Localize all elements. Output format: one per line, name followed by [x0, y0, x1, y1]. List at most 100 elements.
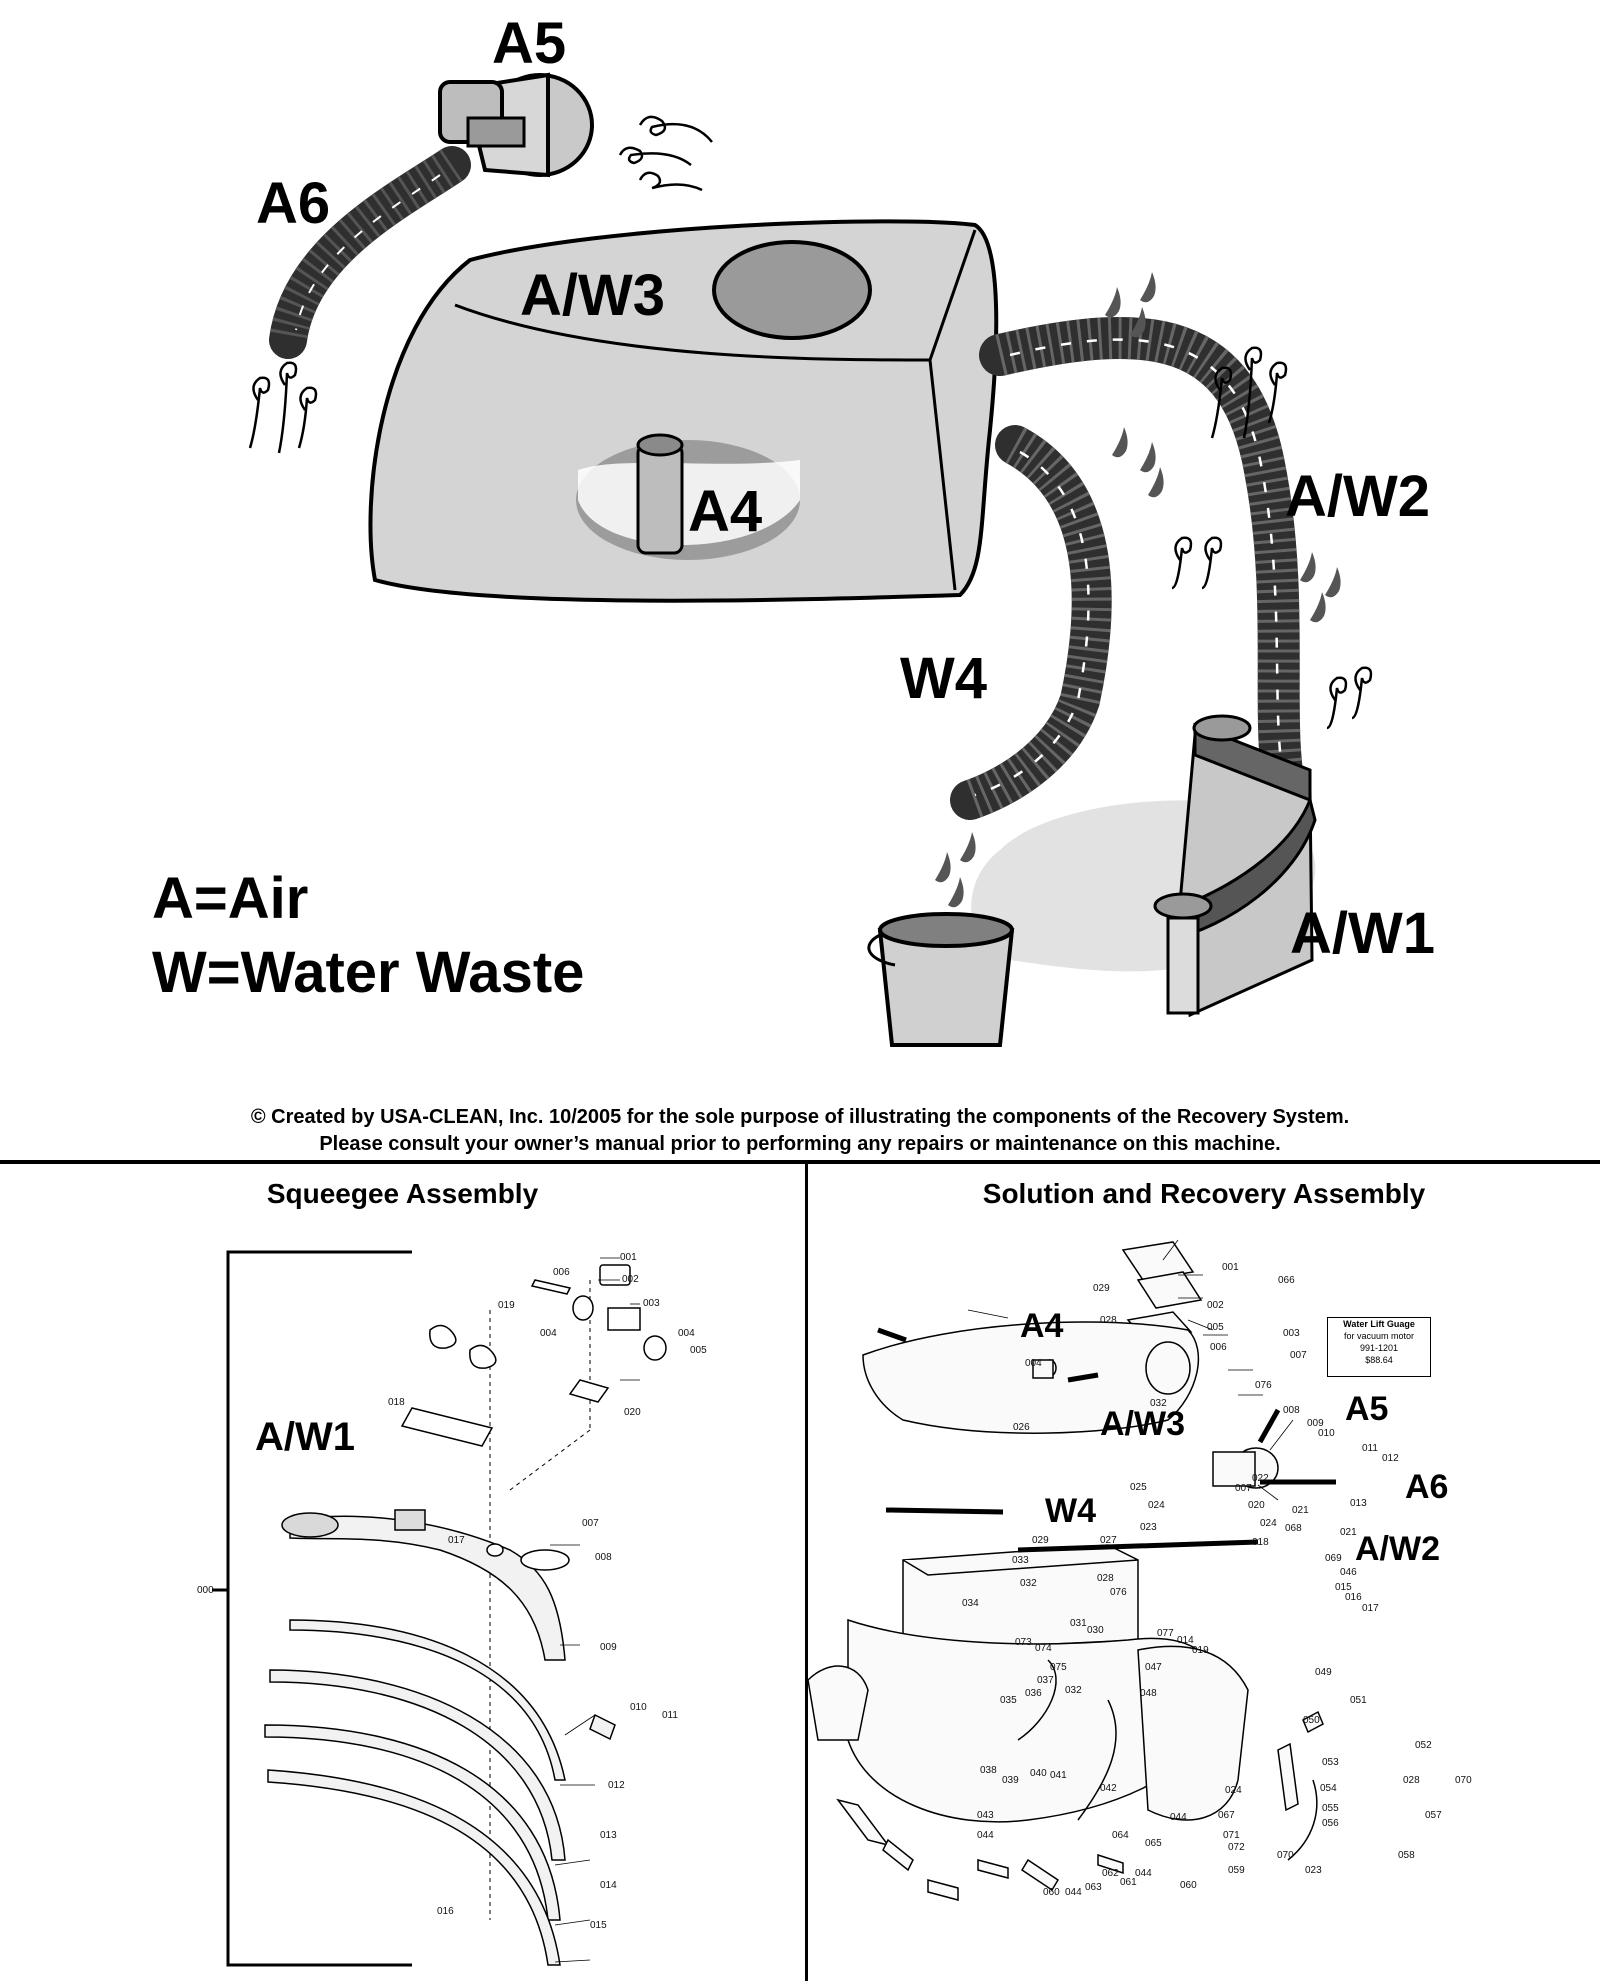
recovery-callout-w4: W4 [1045, 1492, 1096, 1530]
recovery-part-042: 042 [1100, 1783, 1117, 1794]
drain-hose [950, 425, 1112, 820]
recovery-part-026: 026 [1013, 1422, 1030, 1433]
horizontal-divider [0, 1160, 1600, 1164]
recovery-part-068: 068 [1285, 1523, 1302, 1534]
recovery-part-006: 006 [1210, 1342, 1227, 1353]
recovery-part-005: 005 [1207, 1322, 1224, 1333]
recovery-part-036: 036 [1025, 1688, 1042, 1699]
legend-water: W=Water Waste [152, 940, 585, 1005]
recovery-part-056: 056 [1322, 1818, 1339, 1829]
recovery-part-029: 029 [1093, 1283, 1110, 1294]
credit-line-1: © Created by USA-CLEAN, Inc. 10/2005 for… [250, 1106, 1350, 1128]
squeegee-part-014: 014 [600, 1880, 617, 1891]
squeegee-part-004a: 004 [540, 1328, 557, 1339]
recovery-part-017: 017 [1362, 1603, 1379, 1614]
label-a5: A5 [492, 11, 567, 76]
recovery-part-001: 001 [1222, 1262, 1239, 1273]
recovery-part-044a: 044 [977, 1830, 994, 1841]
recovery-part-044b: 044 [1170, 1812, 1187, 1823]
recovery-part-050: 050 [1303, 1715, 1320, 1726]
vertical-divider [805, 1164, 808, 1981]
recovery-part-067: 067 [1218, 1810, 1235, 1821]
recovery-part-014: 014 [1177, 1635, 1194, 1646]
recovery-part-039: 039 [1002, 1775, 1019, 1786]
recovery-part-024c: 024 [1225, 1785, 1242, 1796]
recovery-part-051: 051 [1350, 1695, 1367, 1706]
squeegee-part-018: 018 [388, 1397, 405, 1408]
recovery-part-024b: 024 [1260, 1518, 1277, 1529]
recovery-callout-aw2: A/W2 [1355, 1530, 1440, 1568]
squeegee-callout-aw1: A/W1 [255, 1415, 355, 1459]
squeegee-tool [1153, 714, 1317, 1018]
water-droplets [935, 272, 1341, 908]
recovery-part-028b: 028 [1097, 1573, 1114, 1584]
recovery-part-066: 066 [1278, 1275, 1295, 1286]
recovery-part-021a: 021 [1292, 1505, 1309, 1516]
recovery-part-062: 062 [1102, 1868, 1119, 1879]
recovery-part-046: 046 [1340, 1567, 1357, 1578]
recovery-part-049: 049 [1315, 1667, 1332, 1678]
label-w4: W4 [900, 646, 987, 711]
recovery-part-054: 054 [1320, 1783, 1337, 1794]
recovery-part-009: 009 [1307, 1418, 1324, 1429]
recovery-part-074: 074 [1035, 1643, 1052, 1654]
squeegee-edge-label: 000 [197, 1585, 214, 1596]
recovery-part-071: 071 [1223, 1830, 1240, 1841]
squeegee-part-009: 009 [600, 1642, 617, 1653]
recovery-part-044c: 044 [1065, 1887, 1082, 1898]
recovery-part-061: 061 [1120, 1877, 1137, 1888]
squeegee-part-020: 020 [624, 1407, 641, 1418]
squeegee-part-019: 019 [498, 1300, 515, 1311]
recovery-callout-aw3: A/W3 [1100, 1405, 1185, 1443]
recovery-part-004: 004 [1025, 1358, 1042, 1369]
recovery-part-020: 020 [1248, 1500, 1265, 1511]
recovery-part-055: 055 [1322, 1803, 1339, 1814]
recovery-part-073: 073 [1015, 1637, 1032, 1648]
recovery-system-illustration [248, 72, 1373, 1047]
exhaust-hose [269, 146, 471, 359]
squeegee-part-015: 015 [590, 1920, 607, 1931]
squeegee-part-003: 003 [643, 1298, 660, 1309]
squeegee-part-012: 012 [608, 1780, 625, 1791]
water-lift-gauge-note: Water Lift Guage for vacuum motor 991-12… [1327, 1317, 1431, 1377]
recovery-callout-a6: A6 [1405, 1468, 1449, 1506]
recovery-part-025: 025 [1130, 1482, 1147, 1493]
recovery-part-070a: 070 [1455, 1775, 1472, 1786]
squeegee-part-017: 017 [448, 1535, 465, 1546]
squeegee-part-011: 011 [662, 1710, 678, 1721]
squeegee-part-010: 010 [630, 1702, 647, 1713]
squeegee-exploded-view [212, 1250, 667, 1967]
recovery-part-076a: 076 [1255, 1380, 1272, 1391]
recovery-callout-a4: A4 [1020, 1307, 1064, 1345]
recovery-part-019: 019 [1192, 1645, 1209, 1656]
squeegee-part-016: 016 [437, 1906, 454, 1917]
air-swirls-exhaust [248, 361, 318, 454]
recovery-exploded-view [808, 1239, 1336, 1901]
recovery-part-032a: 032 [1150, 1398, 1167, 1409]
gauge-line-3: $88.64 [1365, 1355, 1393, 1365]
recovery-part-008: 008 [1283, 1405, 1300, 1416]
vacuum-motor [438, 72, 594, 178]
recovery-part-003: 003 [1283, 1328, 1300, 1339]
recovery-part-069: 069 [1325, 1553, 1342, 1564]
recovery-tank [368, 219, 999, 603]
recovery-part-044d: 044 [1135, 1868, 1152, 1879]
recovery-part-059: 059 [1228, 1865, 1245, 1876]
recovery-part-043: 043 [977, 1810, 994, 1821]
recovery-part-029b: 029 [1032, 1535, 1049, 1546]
recovery-part-027: 027 [1100, 1535, 1117, 1546]
recovery-part-033: 033 [1012, 1555, 1029, 1566]
recovery-part-037: 037 [1037, 1675, 1054, 1686]
air-swirls-motor [618, 115, 713, 192]
recovery-part-030: 030 [1087, 1625, 1104, 1636]
recovery-part-060b: 060 [1180, 1880, 1197, 1891]
recovery-part-034: 034 [962, 1598, 979, 1609]
recovery-part-024a: 024 [1148, 1500, 1165, 1511]
legend-air: A=Air [152, 866, 309, 931]
recovery-part-010: 010 [1318, 1428, 1335, 1439]
squeegee-part-002: 002 [622, 1274, 639, 1285]
recovery-part-021b: 021 [1340, 1527, 1357, 1538]
recovery-part-070b: 070 [1277, 1850, 1294, 1861]
recovery-part-058: 058 [1398, 1850, 1415, 1861]
gauge-line-2: 991-1201 [1359, 1343, 1399, 1353]
